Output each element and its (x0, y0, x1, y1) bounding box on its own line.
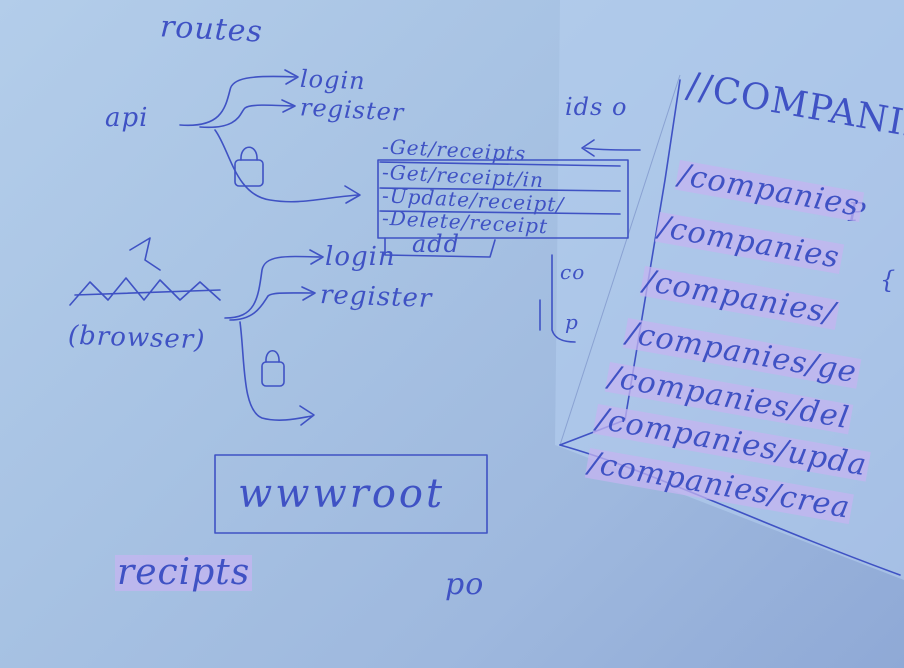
routes-heading: routes (159, 9, 264, 50)
api-arrow-register (199, 104, 293, 129)
browser-route-register: register (319, 280, 433, 314)
wwwroot-label: wwwroot (238, 471, 446, 517)
lock-icon (234, 159, 264, 187)
api-arrow-receipts (214, 129, 359, 203)
browser-label: (browser) (67, 320, 206, 356)
wwwroot-box (214, 454, 488, 534)
ids-label: ids o (565, 93, 628, 121)
browser-arrow-register (229, 292, 313, 321)
partial-p: p (565, 310, 579, 334)
api-route-register: register (299, 93, 406, 127)
api-arrow-login (179, 75, 296, 127)
partial-po: po (445, 567, 485, 602)
browser-route-login: login (325, 242, 396, 272)
partial-co: co (560, 260, 586, 284)
lock-icon (261, 361, 285, 387)
api-label: api (105, 103, 149, 133)
browser-arrow-login (224, 255, 321, 319)
api-route-login: login (299, 64, 367, 96)
add-label: add (412, 230, 461, 258)
companies-brace: { (880, 266, 897, 294)
recipts-label: recipts (115, 552, 253, 593)
receipts-box (377, 159, 629, 239)
browser-arrow-wwwroot (239, 321, 313, 421)
